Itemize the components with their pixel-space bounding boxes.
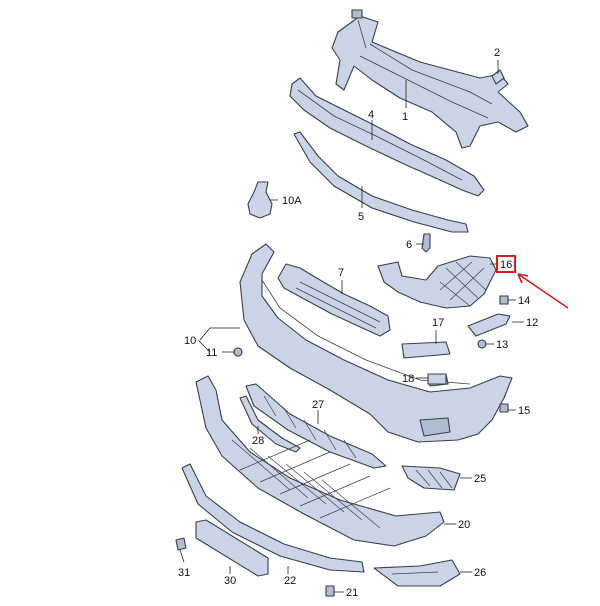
part-22-lower-strip: [181, 463, 365, 573]
part-1-bumper-carrier: [331, 9, 529, 149]
label-7: 7: [338, 267, 344, 279]
label-16: 16: [500, 259, 512, 271]
part-11-cap: [233, 347, 243, 357]
label-20: 20: [458, 519, 470, 531]
label-17: 17: [432, 317, 444, 329]
part-31-clip: [175, 537, 187, 551]
highlight-arrow: [517, 273, 569, 309]
part-4-reinforcement: [289, 77, 485, 197]
part-25-side-grille: [401, 465, 461, 491]
part-16-bracket: [377, 255, 497, 309]
label-22: 22: [284, 575, 296, 587]
part-26-fog-trim: [373, 559, 461, 587]
label-12: 12: [526, 317, 538, 329]
arrow-head-icon: [517, 273, 529, 284]
label-14: 14: [518, 295, 530, 307]
label-30: 30: [224, 575, 236, 587]
part-20-lower-grille: [195, 375, 445, 547]
label-27: 27: [312, 399, 324, 411]
label-21: 21: [346, 587, 358, 599]
highlight-16: [496, 255, 569, 309]
part-28-strip: [239, 395, 301, 453]
label-10: 10: [184, 335, 196, 347]
part-21-bolt: [325, 585, 335, 597]
part-17-bracket: [401, 341, 451, 359]
part-5-strip: [293, 131, 469, 233]
part-6-clip: [421, 233, 431, 253]
label-4: 4: [368, 109, 374, 121]
part-7-carrier-bar: [277, 263, 391, 337]
label-13: 13: [496, 339, 508, 351]
leader-lines: [179, 60, 524, 593]
part-13-nut: [477, 339, 487, 349]
label-6: 6: [406, 239, 412, 251]
part-10A-cap: [247, 181, 273, 219]
label-15: 15: [518, 405, 530, 417]
highlight-box: [496, 255, 516, 273]
label-10A: 10A: [282, 195, 302, 207]
label-18: 18: [402, 373, 414, 385]
part-15-bolt: [499, 403, 509, 413]
label-25: 25: [474, 473, 486, 485]
label-28: 28: [252, 435, 264, 447]
part-12-bracket: [467, 313, 511, 337]
part-30-plate-bracket: [195, 519, 269, 577]
label-2: 2: [494, 47, 500, 59]
label-1: 1: [402, 111, 408, 123]
part-18-cap: [427, 373, 447, 385]
label-5: 5: [358, 211, 364, 223]
part-27-upper-grille: [245, 383, 387, 469]
label-26: 26: [474, 567, 486, 579]
part-14-bolt: [499, 295, 509, 305]
callout-labels: 1 2 4 5 6 7 10 10A 11 12 13 14 15 16 17 …: [178, 47, 538, 599]
label-11: 11: [206, 347, 217, 359]
label-31: 31: [178, 567, 190, 579]
